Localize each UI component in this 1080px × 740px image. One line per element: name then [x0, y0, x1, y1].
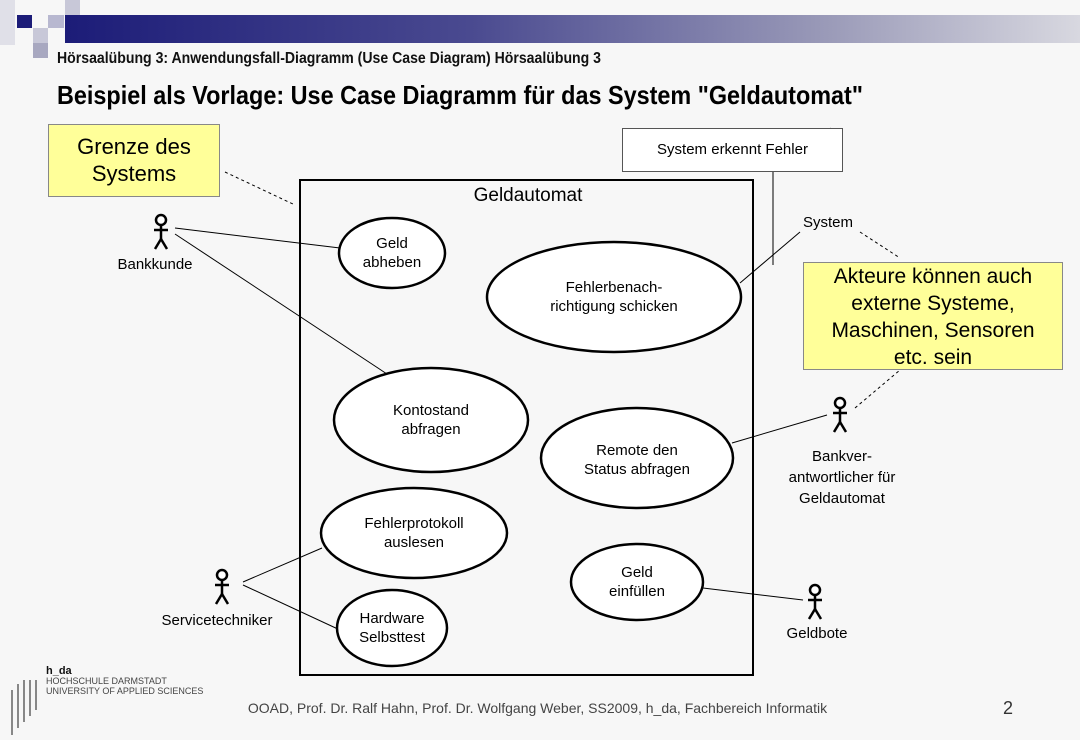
header-bar [65, 15, 1080, 43]
use-case-fehlerprotokoll [319, 486, 509, 580]
actor-servicetechniker-label: Servicetechniker [161, 612, 273, 629]
hda-logo-icon [11, 680, 37, 735]
actor-pointer [854, 369, 901, 409]
system-boundary [299, 179, 754, 676]
system-pointer [859, 231, 901, 259]
actor-bankkunde-icon [153, 213, 169, 250]
use-case-kontostand [332, 366, 530, 474]
use-case-fehlerbenachrichtigung [485, 240, 743, 354]
slide-subtitle: Hörsaalübung 3: Anwendungsfall-Diagramm … [57, 50, 602, 67]
system-name: Geldautomat [473, 185, 583, 206]
use-case-kontostand-label: Kontostand abfragen [393, 402, 469, 438]
association [731, 414, 828, 444]
use-case-fehlerprotokoll-label: Fehlerprotokoll auslesen [364, 515, 464, 551]
system-actor-label: System [802, 214, 854, 231]
actor-servicetechniker-icon [214, 568, 230, 605]
actor-bankverantwortlicher-label: Bankver- antwortlicher für Geldautomat [788, 448, 896, 507]
association [702, 587, 804, 601]
decor-square [17, 15, 32, 28]
actors-callout: Akteure können auch externe Systeme, Mas… [803, 262, 1063, 370]
association [174, 227, 341, 249]
use-case-remote-label: Remote den Status abfragen [584, 442, 690, 478]
decor-square [48, 15, 64, 28]
use-case-remote [539, 406, 735, 510]
association [739, 231, 801, 284]
note-system-erkennt-fehler: System erkennt Fehler [622, 128, 843, 172]
boundary-pointer [224, 171, 296, 206]
decor-square [65, 0, 80, 15]
use-case-hardware [335, 588, 449, 668]
actor-bankkunde-label: Bankkunde [117, 256, 193, 273]
boundary-callout: Grenze des Systems [48, 124, 220, 197]
decor-square [33, 28, 48, 43]
actor-icons [153, 213, 848, 620]
association [242, 584, 341, 631]
decor-square [33, 43, 48, 58]
use-case-geld-abheben-label: Geld abheben [362, 235, 422, 271]
actor-geldbote-label: Geldbote [786, 625, 848, 642]
association [242, 547, 323, 583]
use-case-geld-abheben [337, 216, 447, 290]
use-case-geld-einfuellen [569, 542, 705, 622]
use-case-fehlerbenachrichtigung-label: Fehlerbenach- richtigung schicken [550, 279, 678, 315]
actor-geldbote-icon [807, 583, 823, 620]
actor-bankverantwortlicher-icon [832, 396, 848, 433]
footer-text: OOAD, Prof. Dr. Ralf Hahn, Prof. Dr. Wol… [247, 700, 828, 716]
association [174, 233, 388, 375]
use-case-geld-einfuellen-label: Geld einfüllen [609, 564, 665, 600]
use-case-hardware-label: Hardware Selbsttest [359, 610, 425, 646]
slide-title: Beispiel als Vorlage: Use Case Diagramm … [57, 80, 863, 110]
decor-square [0, 0, 15, 45]
page-number: 2 [1003, 698, 1014, 718]
